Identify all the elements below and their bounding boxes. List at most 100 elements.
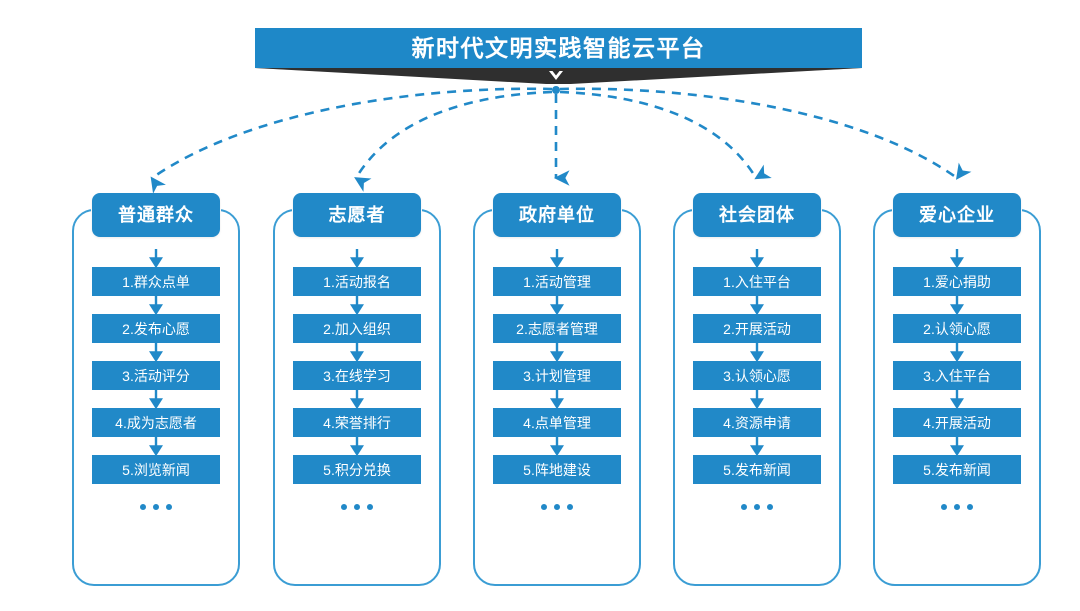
arrow-down-icon — [350, 296, 364, 314]
arrow-down-icon — [550, 249, 564, 267]
arrow-down-icon — [750, 296, 764, 314]
step-box[interactable]: 1.活动管理 — [493, 267, 621, 296]
step-box[interactable]: 2.志愿者管理 — [493, 314, 621, 343]
step-label: 3.入住平台 — [923, 367, 991, 384]
column-body-2: 1.活动报名 2.加入组织 3.在线学习 4.荣誉排行 5.积分兑换 — [275, 249, 439, 514]
column-title: 普通群众 — [118, 205, 194, 225]
step-box[interactable]: 4.成为志愿者 — [92, 408, 220, 437]
step-box[interactable]: 1.群众点单 — [92, 267, 220, 296]
dot — [354, 504, 360, 510]
step-box[interactable]: 2.发布心愿 — [92, 314, 220, 343]
column-header-1[interactable]: 普通群众 — [92, 193, 220, 237]
step-label: 5.发布新闻 — [723, 461, 791, 478]
dot — [166, 504, 172, 510]
arrow-down-icon — [350, 343, 364, 361]
dot — [567, 504, 573, 510]
column-group-5: 爱心企业 1.爱心捐助 2.认领心愿 3.入住平台 4.开展活动 5.发布新闻 — [873, 193, 1041, 586]
step-label: 2.开展活动 — [723, 320, 791, 337]
step-box[interactable]: 5.浏览新闻 — [92, 455, 220, 484]
arrow-down-icon — [149, 390, 163, 408]
step-box[interactable]: 5.发布新闻 — [693, 455, 821, 484]
column-body-1: 1.群众点单 2.发布心愿 3.活动评分 4.成为志愿者 5.浏览新闻 — [74, 249, 238, 514]
column-header-4[interactable]: 社会团体 — [693, 193, 821, 237]
step-box[interactable]: 3.在线学习 — [293, 361, 421, 390]
step-box[interactable]: 1.爱心捐助 — [893, 267, 1021, 296]
arrow-down-icon — [750, 343, 764, 361]
chevron-down-icon — [549, 71, 563, 80]
step-label: 3.计划管理 — [523, 367, 591, 384]
arrow-down-icon — [350, 390, 364, 408]
page-title: 新时代文明实践智能云平台 — [411, 34, 706, 61]
step-label: 3.在线学习 — [323, 367, 391, 384]
column-title: 政府单位 — [519, 205, 595, 225]
dot — [954, 504, 960, 510]
step-label: 1.入住平台 — [723, 273, 791, 290]
step-box[interactable]: 4.点单管理 — [493, 408, 621, 437]
column-title: 爱心企业 — [919, 205, 995, 225]
dot — [741, 504, 747, 510]
arrow-down-icon — [750, 249, 764, 267]
arrow-down-icon — [350, 249, 364, 267]
step-box[interactable]: 1.入住平台 — [693, 267, 821, 296]
step-box[interactable]: 4.开展活动 — [893, 408, 1021, 437]
arrow-down-icon — [550, 390, 564, 408]
step-box[interactable]: 5.发布新闻 — [893, 455, 1021, 484]
dot — [754, 504, 760, 510]
column-header-3[interactable]: 政府单位 — [493, 193, 621, 237]
dot — [554, 504, 560, 510]
column-group-3: 政府单位 1.活动管理 2.志愿者管理 3.计划管理 4.点单管理 5.阵地建设 — [473, 193, 641, 586]
step-box[interactable]: 3.活动评分 — [92, 361, 220, 390]
step-label: 1.群众点单 — [122, 273, 190, 290]
ellipsis-more-indicator — [140, 500, 172, 514]
arrow-down-icon — [350, 437, 364, 455]
step-label: 5.阵地建设 — [523, 461, 591, 478]
step-label: 5.浏览新闻 — [122, 461, 190, 478]
arrow-down-icon — [550, 296, 564, 314]
dot — [367, 504, 373, 510]
arrow-down-icon — [149, 343, 163, 361]
arrow-down-icon — [950, 437, 964, 455]
arrow-down-icon — [950, 249, 964, 267]
step-box[interactable]: 2.加入组织 — [293, 314, 421, 343]
step-box[interactable]: 4.荣誉排行 — [293, 408, 421, 437]
step-box[interactable]: 3.入住平台 — [893, 361, 1021, 390]
arrow-down-icon — [950, 343, 964, 361]
arrow-down-icon — [950, 296, 964, 314]
step-label: 2.加入组织 — [323, 320, 391, 337]
dot — [767, 504, 773, 510]
column-header-2[interactable]: 志愿者 — [293, 193, 421, 237]
step-box[interactable]: 3.认领心愿 — [693, 361, 821, 390]
step-label: 4.荣誉排行 — [323, 414, 391, 431]
step-box[interactable]: 5.积分兑换 — [293, 455, 421, 484]
step-label: 4.点单管理 — [523, 414, 591, 431]
step-label: 4.开展活动 — [923, 414, 991, 431]
arrow-down-icon — [149, 437, 163, 455]
dot — [541, 504, 547, 510]
title-banner: 新时代文明实践智能云平台 — [255, 28, 862, 68]
step-box[interactable]: 2.认领心愿 — [893, 314, 1021, 343]
step-box[interactable]: 5.阵地建设 — [493, 455, 621, 484]
ellipsis-more-indicator — [341, 500, 373, 514]
dot — [140, 504, 146, 510]
step-label: 1.活动管理 — [523, 273, 591, 290]
arrow-down-icon — [750, 437, 764, 455]
dot — [941, 504, 947, 510]
step-label: 1.活动报名 — [323, 273, 391, 290]
column-header-5[interactable]: 爱心企业 — [893, 193, 1021, 237]
step-box[interactable]: 3.计划管理 — [493, 361, 621, 390]
arrow-down-icon — [149, 296, 163, 314]
step-label: 4.资源申请 — [723, 414, 791, 431]
step-box[interactable]: 2.开展活动 — [693, 314, 821, 343]
step-label: 1.爱心捐助 — [923, 273, 991, 290]
arrow-down-icon — [750, 390, 764, 408]
column-group-4: 社会团体 1.入住平台 2.开展活动 3.认领心愿 4.资源申请 5.发布新闻 — [673, 193, 841, 586]
dot — [341, 504, 347, 510]
column-title: 志愿者 — [328, 205, 386, 225]
step-label: 2.认领心愿 — [923, 320, 991, 337]
column-body-5: 1.爱心捐助 2.认领心愿 3.入住平台 4.开展活动 5.发布新闻 — [875, 249, 1039, 514]
step-box[interactable]: 4.资源申请 — [693, 408, 821, 437]
step-box[interactable]: 1.活动报名 — [293, 267, 421, 296]
arrow-down-icon — [550, 343, 564, 361]
